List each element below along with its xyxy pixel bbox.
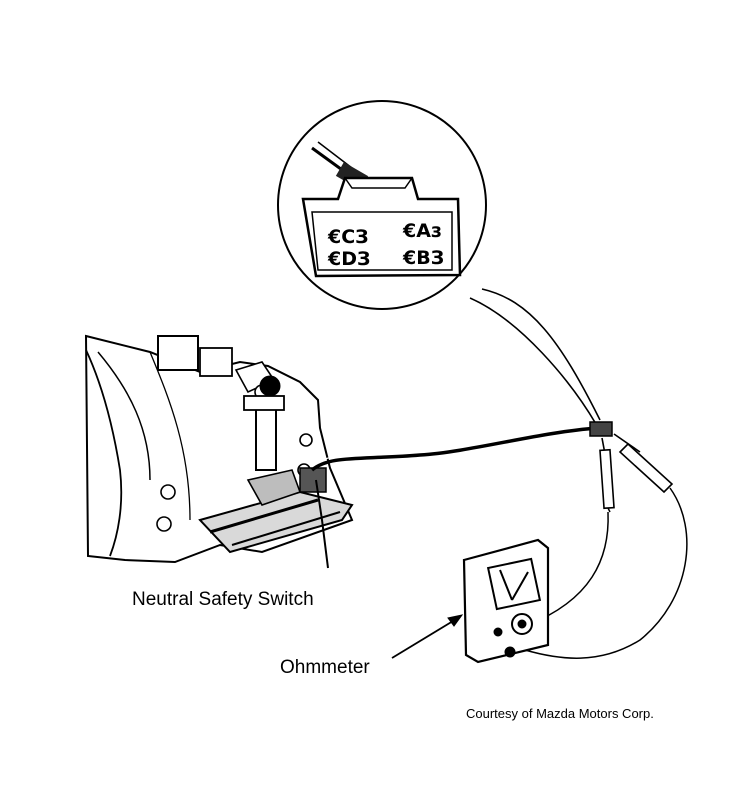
connector-wire	[311, 146, 346, 174]
connector-latch	[344, 177, 413, 189]
credit-label: Courtesy of Mazda Motors Corp.	[466, 706, 654, 721]
connector-face	[311, 211, 453, 271]
neutral-safety-switch-label: Neutral Safety Switch	[132, 589, 314, 610]
pin-d-label: €DЗ	[327, 248, 371, 270]
magnifier-circle	[277, 100, 487, 310]
connector-housing	[301, 176, 462, 278]
pin-b-label: €BЗ	[402, 247, 444, 269]
connector-callout: €CЗ €Aз €DЗ €BЗ	[277, 100, 487, 310]
callout-tail	[469, 288, 601, 425]
label-arrows	[391, 614, 464, 659]
ohmmeter-dial	[486, 557, 542, 611]
ohmmeter-label: Ohmmeter	[280, 657, 370, 678]
ohmmeter	[462, 538, 550, 664]
test-leads	[310, 423, 688, 659]
neutral-safety-switch-body	[299, 467, 327, 493]
cable-connector	[589, 421, 613, 437]
transmission	[84, 334, 354, 564]
pin-a-label: €Aз	[402, 220, 442, 242]
pin-c-label: €CЗ	[327, 226, 369, 248]
